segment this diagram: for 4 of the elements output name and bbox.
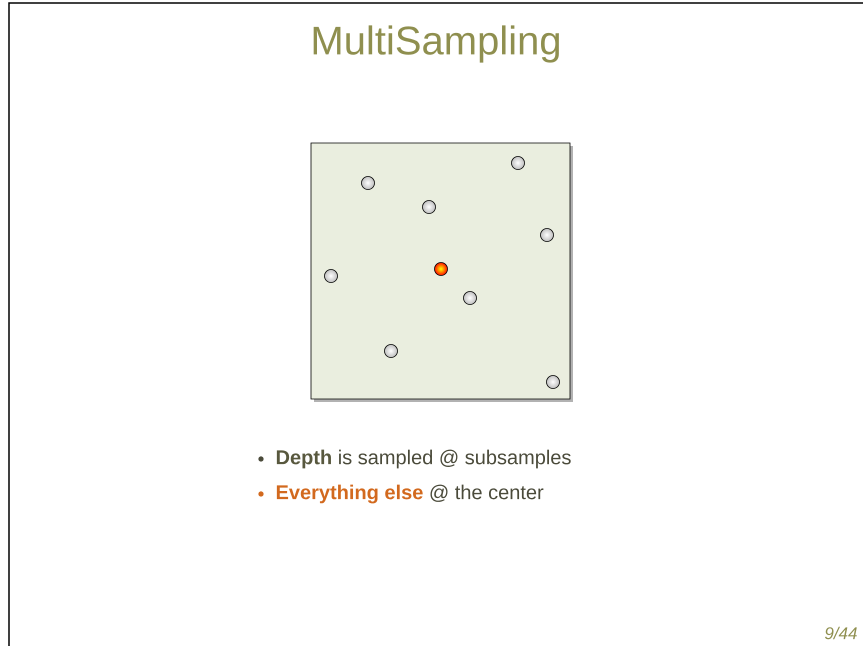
bullet-text: Depth is sampled @ subsamples [276, 450, 571, 468]
bullet-text: Everything else @ the center [276, 484, 544, 504]
slide-title: MultiSampling [314, 25, 559, 63]
page-number: 9/44 [824, 626, 857, 640]
